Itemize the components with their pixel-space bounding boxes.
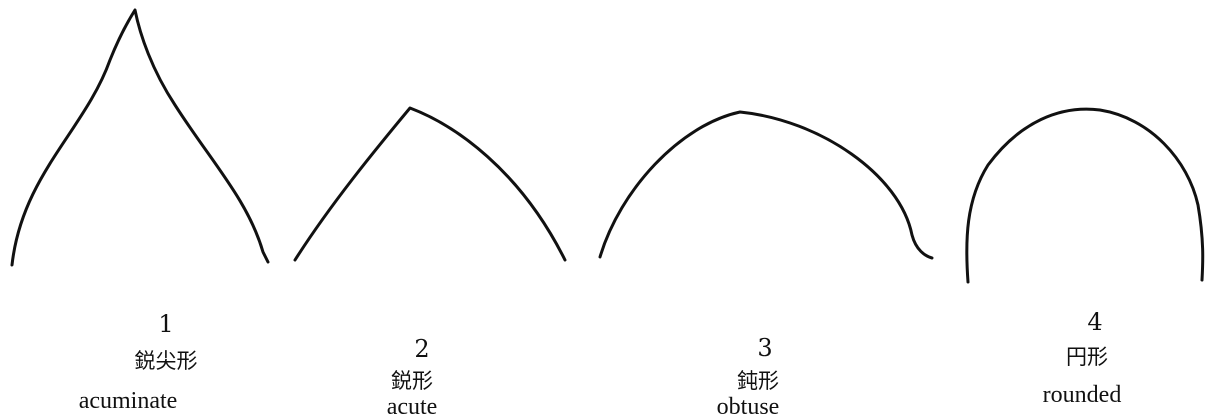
shape-name-en: rounded: [1043, 382, 1122, 408]
obtuse-outline: [598, 110, 934, 260]
shape-acute: 2 鋭形 acute: [293, 106, 567, 418]
shape-name-en: obtuse: [717, 394, 780, 418]
shape-name-en: acuminate: [79, 388, 178, 414]
acute-outline: [293, 106, 567, 262]
shape-acuminate: 1 鋭尖形 acuminate: [10, 8, 270, 414]
shape-name-ja: 鋭形: [391, 369, 433, 393]
shape-name-ja: 円形: [1066, 345, 1108, 369]
shape-number: 2: [414, 335, 429, 363]
shape-number: 3: [757, 334, 772, 362]
shape-name-ja: 鈍形: [737, 369, 779, 393]
shape-rounded: 4 円形 rounded: [965, 107, 1205, 408]
acuminate-outline: [10, 8, 270, 267]
shape-number: 4: [1087, 308, 1102, 336]
shape-name-en: acute: [387, 394, 438, 418]
shape-obtuse: 3 鈍形 obtuse: [598, 110, 934, 418]
shape-number: 1: [158, 310, 173, 338]
rounded-outline: [965, 107, 1205, 284]
shape-name-ja: 鋭尖形: [135, 349, 198, 373]
